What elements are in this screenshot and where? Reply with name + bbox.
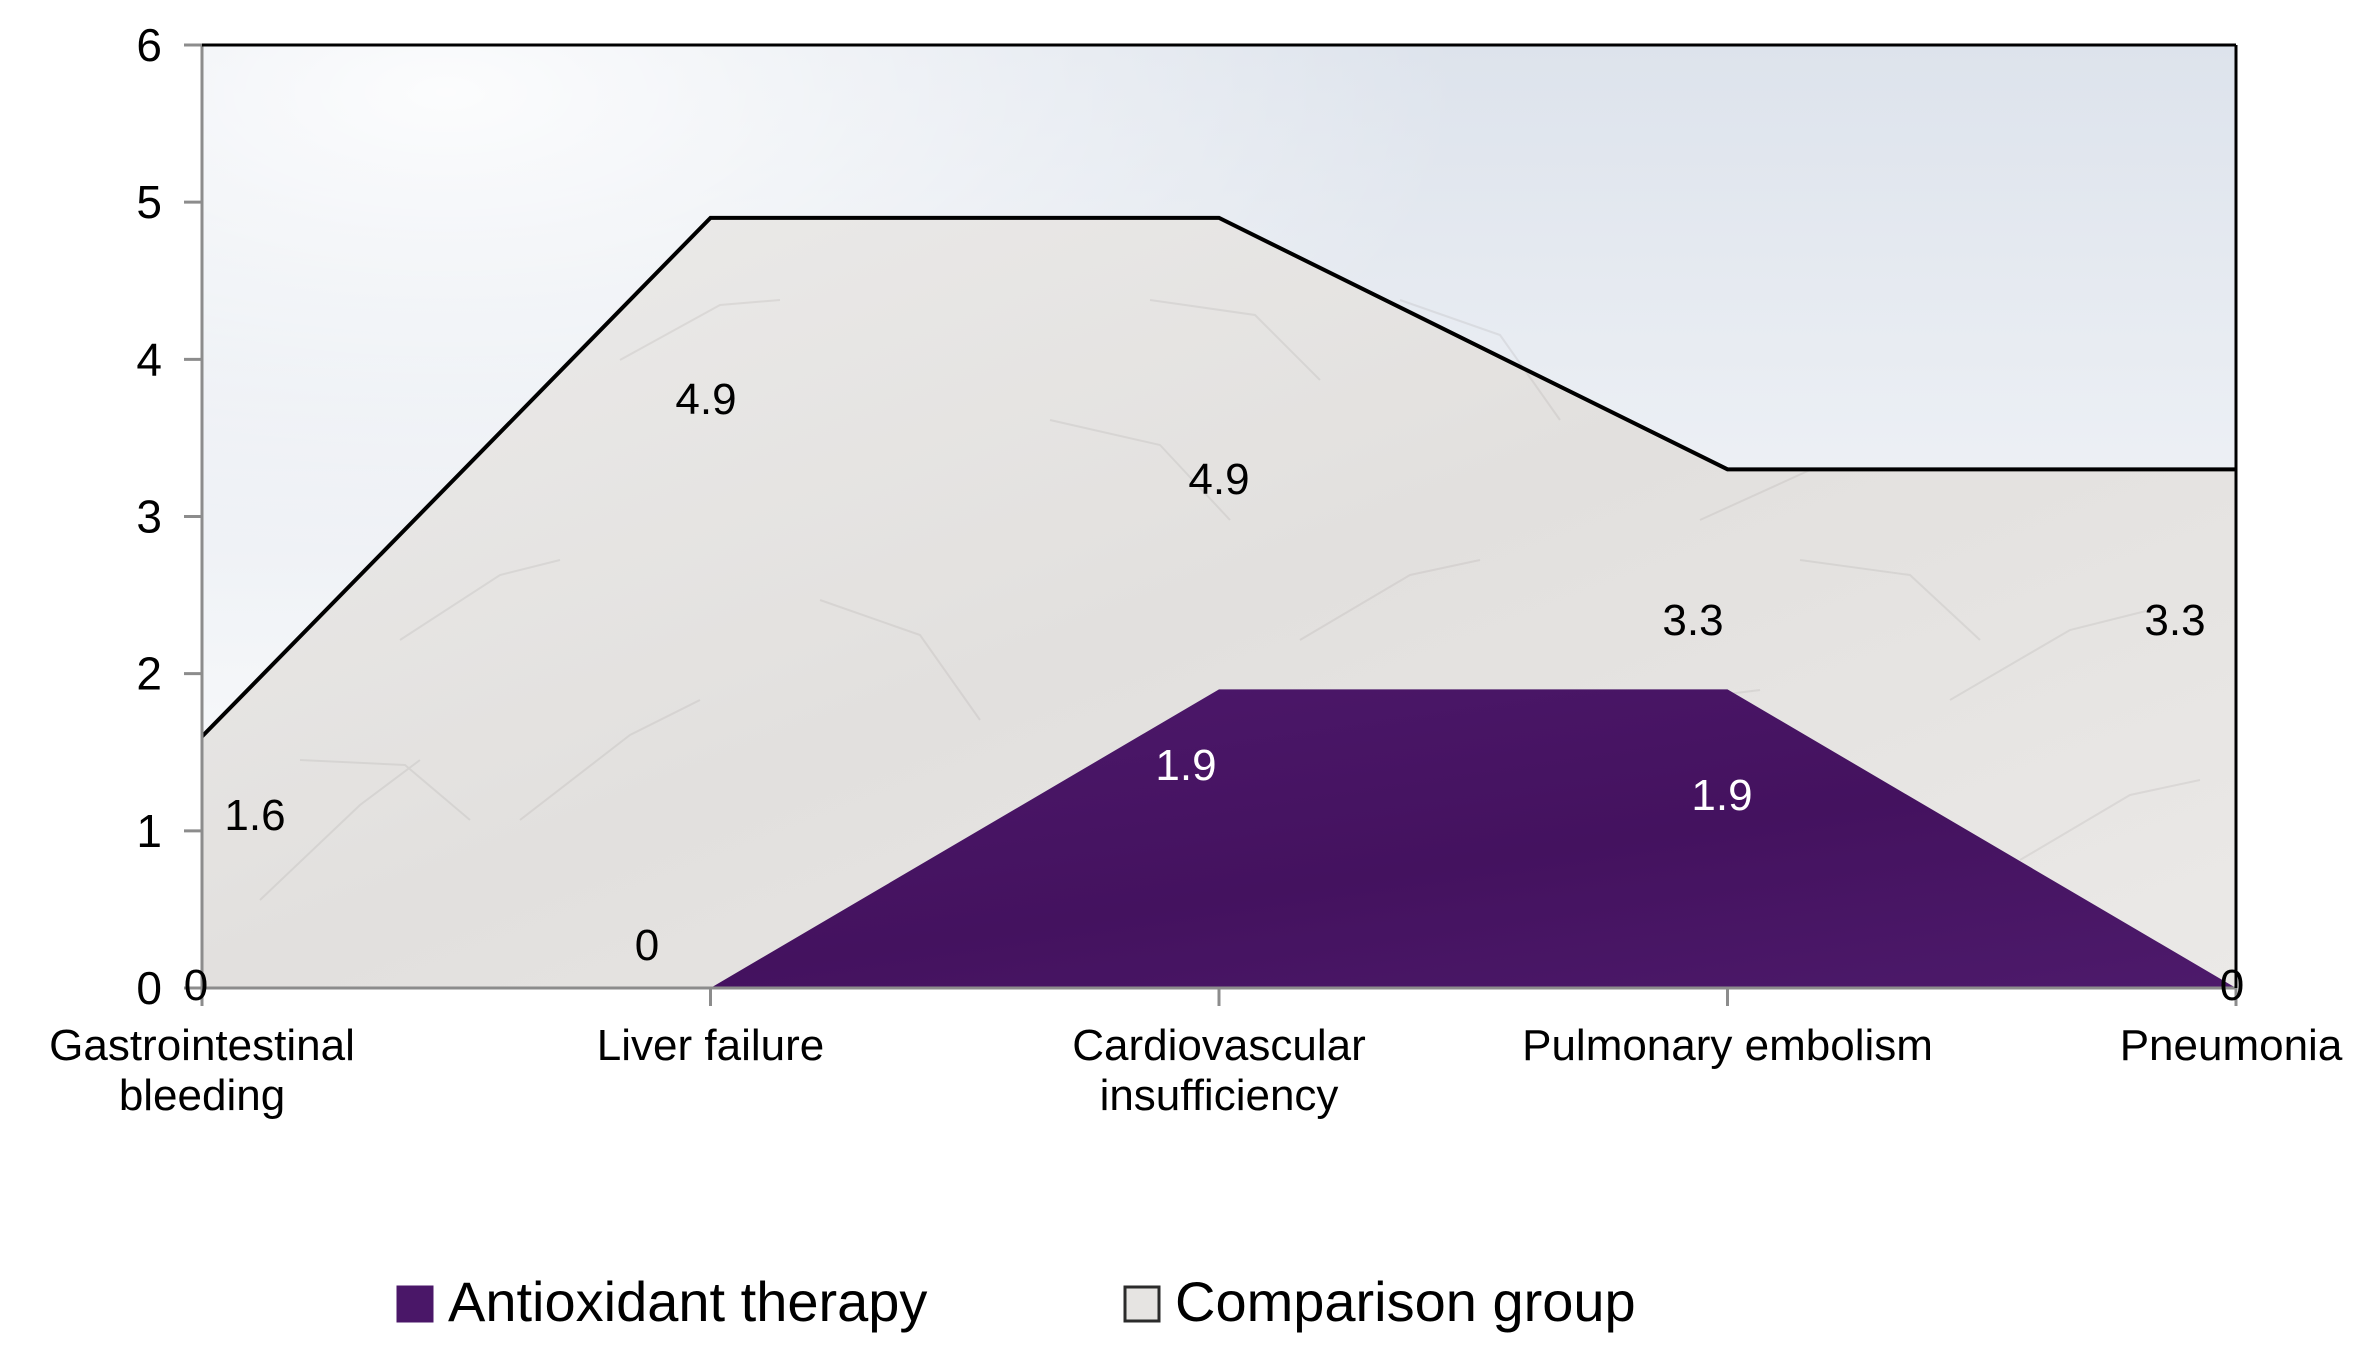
paper-texture-line-7 — [2019, 779, 2201, 861]
paper-texture-line-4 — [1299, 559, 1481, 641]
antioxidant-data-label: 0 — [635, 921, 659, 970]
antioxidant-therapy-area — [202, 689, 2236, 988]
x-category-label: Pneumonia — [2120, 1021, 2343, 1070]
y-tick-label: 2 — [136, 648, 162, 700]
x-category-label: Cardiovascular — [1072, 1021, 1365, 1070]
comparison-data-label: 4.9 — [675, 375, 736, 424]
legend-label: Antioxidant therapy — [448, 1270, 927, 1333]
paper-texture-line-6 — [1799, 559, 1981, 641]
paper-texture-line-14 — [299, 759, 471, 821]
x-category-label: insufficiency — [1100, 1071, 1339, 1120]
x-category-label: Liver failure — [597, 1021, 824, 1070]
y-tick-label: 4 — [136, 333, 162, 385]
x-category-label: bleeding — [119, 1071, 285, 1120]
paper-texture-line-3 — [1049, 419, 1231, 521]
paper-texture-line-15 — [1399, 299, 1561, 421]
paper-texture-line-10 — [1149, 299, 1321, 381]
data-labels: 1.6 4.9 4.9 3.3 3.3 0 0 1.9 1.9 0 — [184, 375, 2244, 1010]
paper-texture-line-8 — [399, 559, 561, 641]
chart-areas — [200, 215, 2236, 989]
antioxidant-data-label: 1.9 — [1155, 741, 1216, 790]
paper-texture-line-1 — [519, 699, 701, 821]
comparison-group-line — [200, 215, 2236, 738]
legend-label: Comparison group — [1175, 1270, 1636, 1333]
y-tick-label: 1 — [136, 805, 162, 857]
legend-swatch — [396, 1285, 434, 1323]
legend-swatch — [1123, 1285, 1161, 1323]
legend: Antioxidant therapy Comparison group — [396, 1270, 1636, 1333]
y-tick-label: 6 — [136, 19, 162, 71]
y-tick-label: 5 — [136, 176, 162, 228]
comparison-data-label: 4.9 — [1188, 455, 1249, 504]
antioxidant-data-label: 0 — [184, 961, 208, 1010]
paper-texture-line-13 — [1949, 609, 2151, 701]
y-tick-label: 3 — [136, 491, 162, 543]
paper-texture-line-12 — [619, 299, 781, 361]
y-tick-label: 0 — [136, 962, 162, 1014]
comparison-data-label: 1.6 — [224, 791, 285, 840]
comparison-data-label: 3.3 — [2144, 596, 2205, 645]
antioxidant-data-label: 1.9 — [1691, 771, 1752, 820]
antioxidant-data-label: 0 — [2220, 961, 2244, 1010]
x-category-label: Gastrointestinal — [49, 1021, 355, 1070]
paper-texture-line-0 — [259, 759, 421, 901]
paper-texture-line-2 — [819, 599, 981, 721]
comparison-data-label: 3.3 — [1662, 596, 1723, 645]
x-category-label: Pulmonary embolism — [1522, 1021, 1933, 1070]
